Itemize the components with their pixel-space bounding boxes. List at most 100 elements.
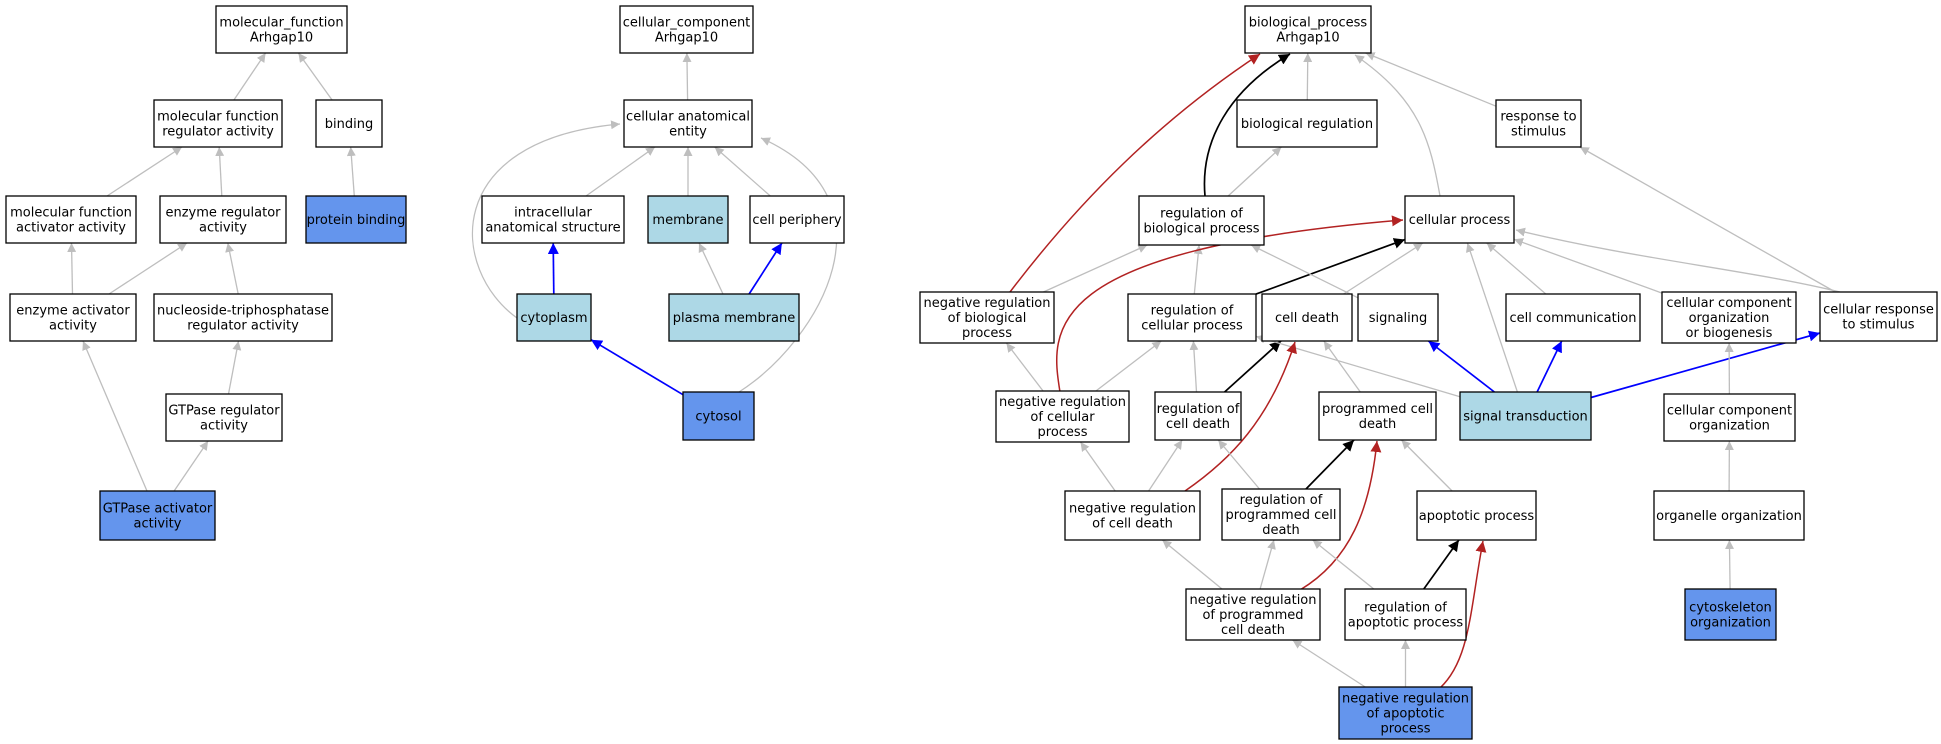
node-label-line: cellular component	[1667, 404, 1792, 419]
node-box	[1661, 291, 1797, 344]
node-label-line: activity	[200, 419, 248, 434]
node-label-line: death	[1359, 417, 1397, 432]
node-ap[interactable]: apoptotic process	[1416, 490, 1537, 541]
edge-rcd-to-cd	[1224, 340, 1282, 393]
node-ccomm[interactable]: cell communication	[1505, 293, 1641, 342]
node-box	[1505, 293, 1641, 342]
node-box	[215, 5, 348, 54]
edge-nrcd-to-cd	[1184, 341, 1297, 492]
edge-nrap-to-nrpcd	[1292, 639, 1366, 688]
node-label-line: negative regulation	[1342, 692, 1469, 707]
edge-sig-to-rbp	[1250, 244, 1359, 299]
edge-cd-to-cp	[1343, 242, 1424, 295]
node-label-line: programmed cell	[1226, 508, 1337, 523]
node-cp[interactable]: cellular process	[1404, 195, 1515, 244]
node-box	[623, 99, 753, 148]
node-label-line: Arhgap10	[250, 31, 313, 46]
node-label-line: organization	[1689, 311, 1770, 326]
node-oo[interactable]: organelle organization	[1653, 490, 1805, 541]
node-cytosol[interactable]: cytosol	[682, 391, 755, 441]
node-label-line: anatomical structure	[485, 221, 620, 236]
node-label-line: apoptotic process	[1419, 509, 1535, 524]
node-label-line: cell death	[1221, 623, 1285, 638]
node-binding[interactable]: binding	[315, 99, 383, 148]
edge-st-to-crts	[1590, 330, 1821, 399]
edge-nrap-to-ap	[1439, 540, 1487, 689]
edge-rap-to-ap	[1423, 539, 1460, 590]
edge-gaa-to-eaa	[82, 340, 148, 492]
node-box	[1064, 490, 1201, 541]
edge-rcp-to-rbp	[1193, 244, 1203, 295]
node-label-line: death	[1262, 523, 1300, 538]
node-label-line: organization	[1689, 419, 1770, 434]
edge-nrpcd-to-nrcd	[1161, 539, 1223, 590]
node-label-line: of biological	[948, 311, 1027, 326]
node-label-line: nucleoside-triphosphatase	[157, 304, 329, 319]
node-st[interactable]: signal transduction	[1459, 391, 1592, 441]
node-label-line: response to	[1500, 110, 1576, 125]
node-label-line: regulation of	[1364, 601, 1447, 616]
node-cd[interactable]: cell death	[1261, 293, 1353, 342]
edge-breg-to-bp	[1303, 52, 1313, 101]
node-cyto[interactable]: cytoplasm	[516, 293, 592, 342]
node-box	[1663, 393, 1796, 442]
edge-pb-to-binding	[346, 146, 356, 197]
node-label-line: negative regulation	[1069, 502, 1196, 517]
edge-crts-to-rts	[1579, 146, 1836, 293]
node-label-line: cellular_component	[623, 16, 751, 31]
edge-nrcp-to-cp	[1055, 215, 1404, 393]
edge-nrbp-to-rbp	[1043, 244, 1148, 293]
node-label-line: apoptotic process	[1348, 616, 1464, 631]
node-cper[interactable]: cell periphery	[749, 195, 845, 244]
node-pm[interactable]: plasma membrane	[668, 293, 800, 342]
node-sig[interactable]: signaling	[1357, 293, 1439, 342]
node-label-line: molecular function	[10, 206, 132, 221]
node-label-line: activity	[49, 319, 97, 334]
node-label-line: binding	[325, 117, 373, 132]
edge-ap-to-pcd	[1400, 439, 1453, 492]
node-label-line: cytosol	[695, 410, 741, 425]
node-breg[interactable]: biological regulation	[1236, 99, 1378, 148]
node-box	[99, 490, 216, 541]
node-box	[315, 99, 383, 148]
node-box	[682, 391, 755, 441]
node-label-line: plasma membrane	[673, 311, 796, 326]
node-box	[165, 393, 283, 442]
edge-gaa-to-gra	[173, 440, 209, 492]
edge-rbp-to-bp	[1203, 53, 1291, 197]
node-box	[1338, 686, 1473, 740]
edge-pm-to-cper	[748, 242, 783, 295]
node-label-line: activity	[134, 517, 182, 532]
node-label-line: Arhgap10	[655, 31, 718, 46]
node-pb[interactable]: protein binding	[305, 195, 407, 244]
node-membrane[interactable]: membrane	[647, 195, 729, 244]
